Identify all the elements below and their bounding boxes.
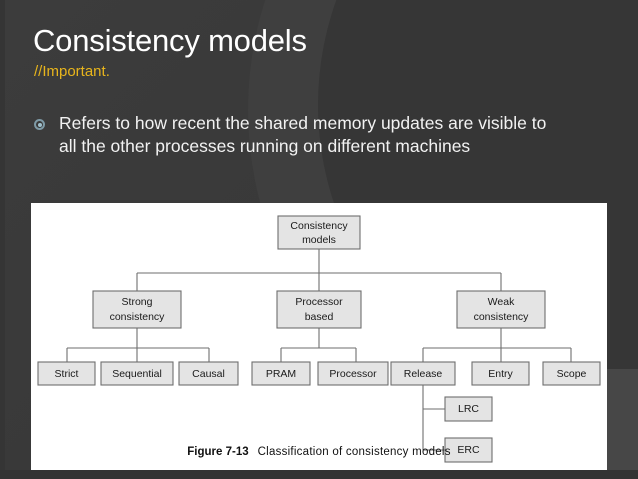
bullet-item-text: Refers to how recent the shared memory u… bbox=[59, 113, 547, 157]
background-left-edge bbox=[0, 0, 5, 479]
tree-node-causal: Causal bbox=[178, 361, 239, 386]
svg-text:Sequential: Sequential bbox=[112, 368, 162, 380]
svg-text:Strong: Strong bbox=[122, 296, 153, 308]
svg-text:based: based bbox=[305, 311, 334, 323]
svg-text:Consistency: Consistency bbox=[290, 220, 348, 232]
svg-text:PRAM: PRAM bbox=[266, 368, 296, 380]
svg-text:Release: Release bbox=[404, 368, 443, 380]
svg-text:Weak: Weak bbox=[488, 296, 515, 308]
tree-node-sequential: Sequential bbox=[100, 361, 174, 386]
page-title: Consistency models bbox=[33, 23, 307, 58]
tree-node-consistency-models: Consistency models bbox=[277, 215, 361, 250]
figure-panel: Consistency models Strong consistency Pr… bbox=[31, 203, 607, 470]
svg-text:Processor: Processor bbox=[295, 296, 343, 308]
figure-caption-text: Classification of consistency models bbox=[257, 446, 451, 458]
tree-node-pram: PRAM bbox=[251, 361, 311, 386]
tree-node-processor-based: Processor based bbox=[276, 290, 362, 329]
tree-node-weak-consistency: Weak consistency bbox=[456, 290, 546, 329]
tree-node-erc: ERC bbox=[444, 437, 493, 463]
tree-node-strict: Strict bbox=[37, 361, 96, 386]
tree-node-release: Release bbox=[390, 361, 456, 386]
svg-text:consistency: consistency bbox=[474, 311, 530, 323]
figure-caption-label: Figure 7-13 bbox=[187, 446, 249, 458]
tree-node-scope: Scope bbox=[542, 361, 601, 386]
svg-text:Scope: Scope bbox=[557, 368, 587, 380]
bullet-list-item: Refers to how recent the shared memory u… bbox=[34, 112, 574, 159]
background-bottom-strip bbox=[0, 470, 638, 479]
svg-text:Entry: Entry bbox=[488, 368, 513, 380]
figure-caption: Figure 7-13 Classification of consistency… bbox=[31, 446, 607, 458]
tree-node-entry: Entry bbox=[471, 361, 530, 386]
svg-text:models: models bbox=[302, 234, 336, 246]
svg-text:ERC: ERC bbox=[457, 444, 480, 456]
tree-node-processor: Processor bbox=[317, 361, 389, 386]
svg-text:Causal: Causal bbox=[192, 368, 225, 380]
consistency-models-tree-diagram: Consistency models Strong consistency Pr… bbox=[37, 215, 601, 463]
tree-node-strong-consistency: Strong consistency bbox=[92, 290, 182, 329]
tree-node-lrc: LRC bbox=[444, 396, 493, 422]
svg-text:Processor: Processor bbox=[329, 368, 377, 380]
target-bullet-icon bbox=[34, 119, 45, 130]
tree-connectors bbox=[66, 249, 572, 451]
svg-text:LRC: LRC bbox=[458, 403, 479, 415]
svg-text:consistency: consistency bbox=[110, 311, 166, 323]
svg-text:Strict: Strict bbox=[55, 368, 79, 380]
page-subtitle: //Important. bbox=[34, 63, 110, 80]
